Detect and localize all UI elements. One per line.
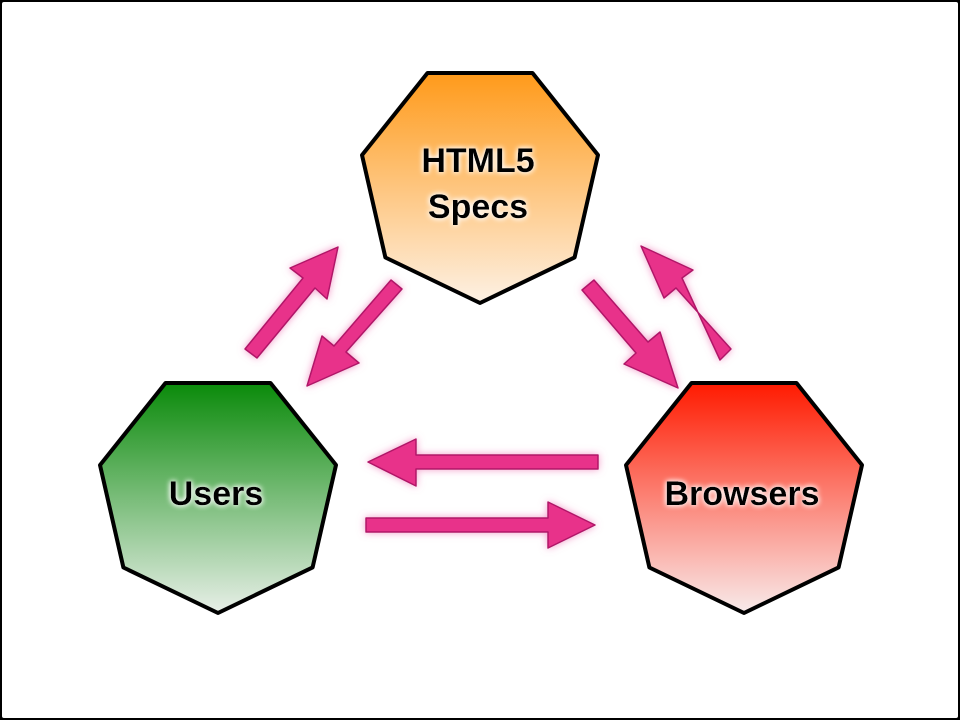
users-heptagon <box>98 381 338 615</box>
arrow-specs-to-users <box>306 279 403 387</box>
arrows-group <box>244 245 732 549</box>
browsers-heptagon <box>624 381 864 615</box>
arrow-specs-to-browsers <box>581 279 679 389</box>
arrow-users-to-browsers <box>365 501 596 549</box>
users-label: Users <box>169 475 264 513</box>
specs-heptagon <box>360 71 600 305</box>
arrow-browsers-to-specs <box>640 245 732 361</box>
specs-label-line1: HTML5 <box>421 142 534 180</box>
node-html5-specs: HTML5 Specs <box>360 71 600 305</box>
arrow-browsers-to-users <box>367 438 599 487</box>
node-users: Users <box>98 381 338 615</box>
browsers-label: Browsers <box>665 475 820 513</box>
node-browsers: Browsers <box>624 381 864 615</box>
arrow-users-to-specs <box>244 246 339 359</box>
specs-label-line2: Specs <box>428 188 528 226</box>
